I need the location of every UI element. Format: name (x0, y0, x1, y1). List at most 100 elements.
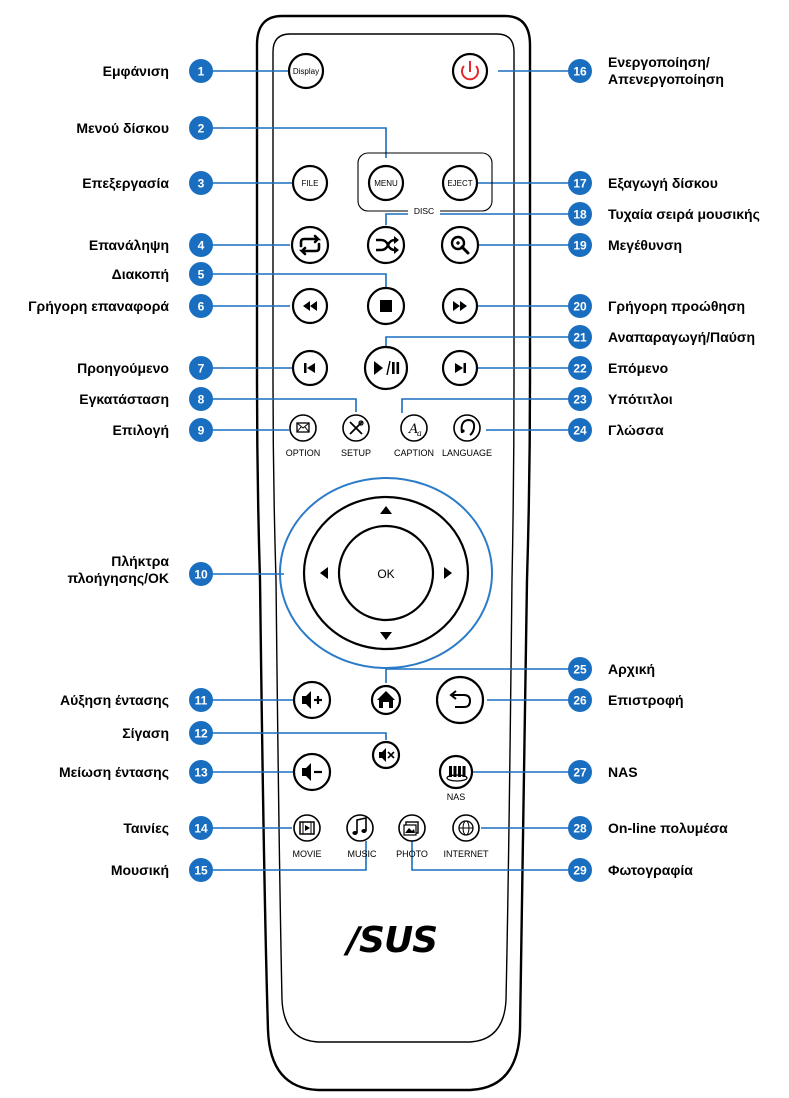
badge-19 (568, 233, 592, 257)
badge-9-num: 9 (198, 424, 205, 438)
mute-icon (379, 748, 395, 762)
disc-label-bg (408, 205, 440, 216)
ok-button-label: OK (377, 567, 394, 581)
down-arrow-icon (380, 632, 392, 640)
left-arrow-icon (320, 567, 328, 579)
navigation-ring (279, 477, 493, 669)
badge-15 (189, 858, 213, 882)
badge-4-num: 4 (198, 239, 205, 253)
badge-21-num: 21 (573, 331, 587, 345)
callout-label-3: Επεξεργασία (82, 175, 169, 191)
badge-8-num: 8 (198, 393, 205, 407)
callout-label-10-line2: πλοήγησης/OK (67, 570, 169, 586)
badge-28-num: 28 (573, 822, 587, 836)
eject-button[interactable] (441, 164, 479, 202)
callout-label-17: Εξαγωγή δίσκου (608, 175, 718, 191)
badge-28 (568, 816, 592, 840)
callout-label-8: Εγκατάσταση (79, 391, 169, 407)
volume-up-button[interactable] (292, 680, 332, 720)
callout-label-18: Τυχαία σειρά μουσικής (608, 206, 760, 222)
subtitle-icon: A (408, 422, 418, 437)
badge-21 (568, 325, 592, 349)
remote-body-inner (272, 33, 515, 1043)
badge-19-num: 19 (573, 239, 587, 253)
callout-label-10-line1: Πλήκτρα (111, 553, 169, 569)
up-arrow-icon (380, 506, 392, 514)
return-button[interactable] (435, 675, 485, 725)
display-button[interactable] (287, 52, 325, 90)
previous-icon (304, 363, 315, 373)
repeat-icon (298, 234, 322, 256)
callout-label-19: Μεγέθυνση (608, 237, 683, 253)
badge-2-num: 2 (198, 122, 205, 136)
badge-13 (189, 760, 213, 784)
language-label: LANGUAGE (442, 448, 492, 458)
callout-label-24: Γλώσσα (608, 422, 664, 438)
envelope-icon (296, 422, 310, 433)
home-icon (377, 691, 395, 708)
menu-button-label: MENU (374, 179, 398, 188)
volume-up-icon (302, 691, 322, 709)
ok-button[interactable] (337, 524, 435, 622)
internet-label: INTERNET (444, 849, 490, 859)
brand-logo: /SUS (343, 920, 437, 961)
callout-label-15: Μουσική (110, 862, 169, 878)
badge-29 (568, 858, 592, 882)
badge-1 (189, 59, 213, 83)
photo-label: PHOTO (396, 849, 428, 859)
film-icon (299, 821, 315, 835)
badge-2 (189, 116, 213, 140)
callout-label-16: Ενεργοποίηση/ Απενεργοποίηση (608, 54, 724, 88)
badge-9 (189, 418, 213, 442)
badge-20 (568, 294, 592, 318)
setup-label: SETUP (341, 448, 371, 458)
language-button[interactable] (453, 414, 481, 442)
badge-11 (189, 688, 213, 712)
volume-down-button[interactable] (292, 752, 332, 792)
badge-5-num: 5 (198, 268, 205, 282)
menu-button[interactable] (367, 164, 405, 202)
callout-label-23: Υπότιτλοι (608, 391, 673, 407)
badge-5 (189, 262, 213, 286)
callout-badges-right: 16 17 18 19 20 21 22 23 24 25 26 27 28 2… (568, 59, 592, 882)
badge-16-num: 16 (573, 65, 587, 79)
badge-10 (189, 562, 213, 586)
callout-label-27: NAS (608, 764, 638, 780)
callout-label-25: Αρχική (608, 661, 656, 677)
shuffle-button[interactable] (366, 225, 406, 265)
badge-10-num: 10 (194, 568, 208, 582)
badge-18-num: 18 (573, 208, 587, 222)
badge-17-num: 17 (573, 177, 587, 191)
caption-button[interactable] (400, 414, 428, 442)
caption-label: CAPTION (394, 448, 434, 458)
play-pause-button[interactable] (363, 345, 409, 391)
callout-label-5: Διακοπή (111, 266, 169, 282)
badge-25-num: 25 (573, 663, 587, 677)
disc-group-label: DISC (414, 206, 434, 216)
callout-label-16-line2: Απενεργοποίηση (608, 71, 724, 87)
zoom-button[interactable] (440, 225, 480, 265)
callout-label-13: Μείωση έντασης (58, 764, 169, 780)
callout-label-28: On-line πολυμέσα (608, 820, 728, 836)
badge-13-num: 13 (194, 766, 208, 780)
badge-16 (568, 59, 592, 83)
callout-label-26: Επιστροφή (608, 692, 684, 708)
badge-8 (189, 387, 213, 411)
repeat-button[interactable] (290, 225, 330, 265)
badge-18 (568, 202, 592, 226)
callout-label-14: Ταινίες (123, 820, 169, 836)
badge-22-num: 22 (573, 362, 587, 376)
badge-14 (189, 816, 213, 840)
volume-down-icon (302, 763, 322, 781)
return-icon (449, 690, 472, 708)
power-icon (461, 61, 479, 81)
badge-22 (568, 356, 592, 380)
callout-label-29: Φωτογραφία (608, 862, 693, 878)
badge-26 (568, 688, 592, 712)
file-button-label: FILE (302, 179, 319, 188)
file-button[interactable] (291, 164, 329, 202)
fast-forward-icon (453, 301, 467, 311)
right-arrow-icon (444, 567, 452, 579)
badge-27-num: 27 (573, 766, 587, 780)
